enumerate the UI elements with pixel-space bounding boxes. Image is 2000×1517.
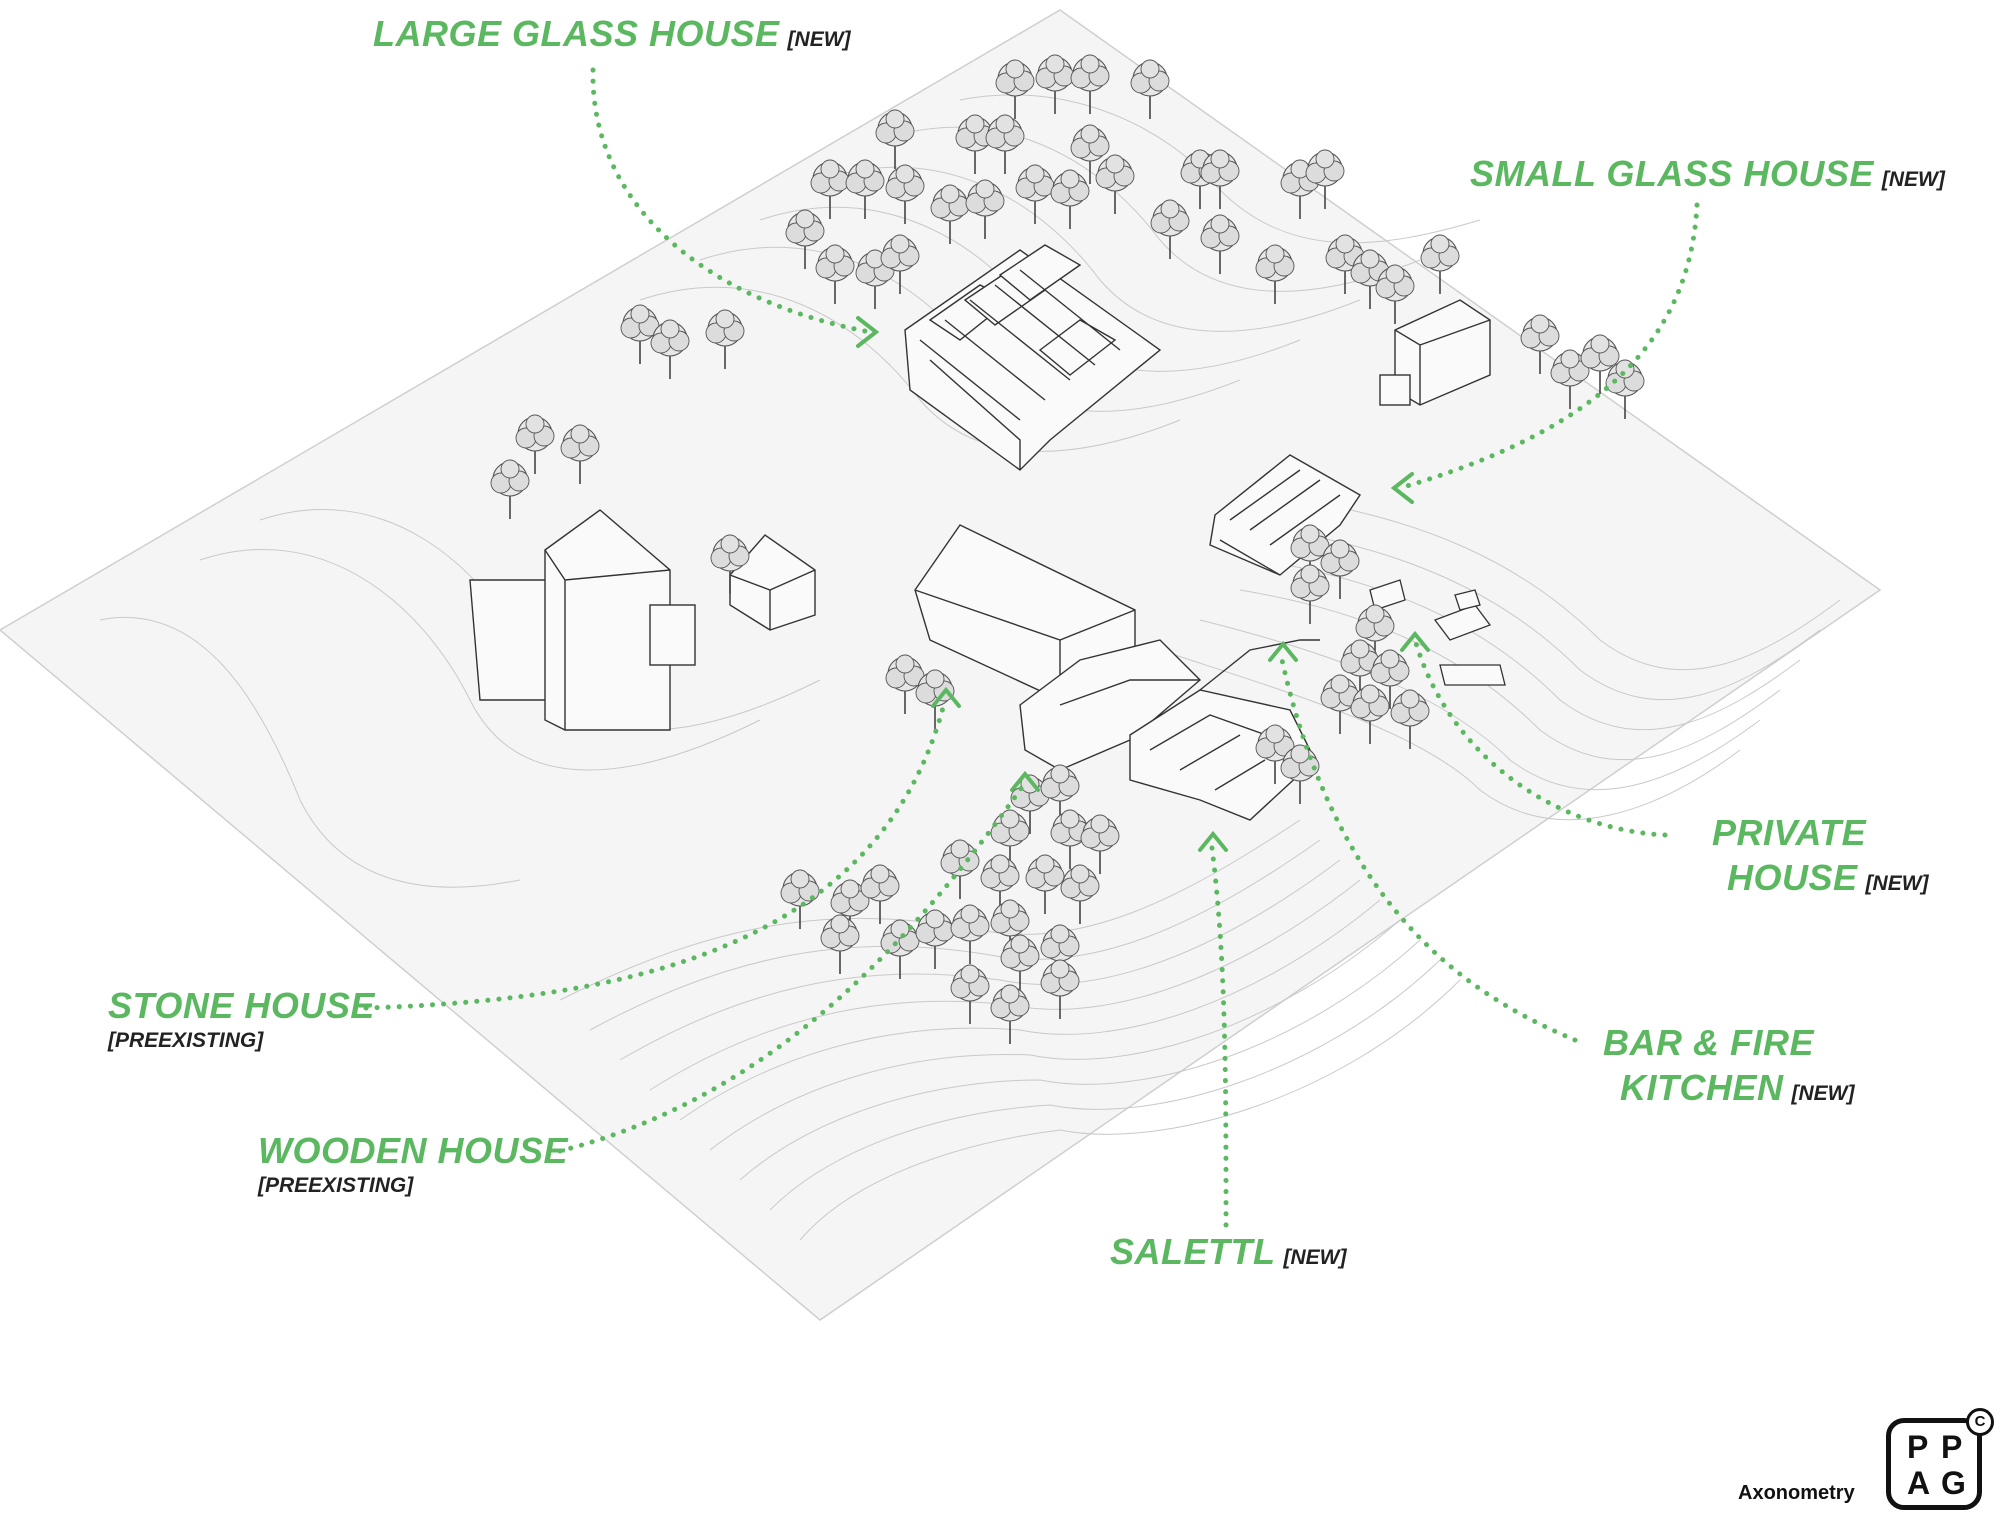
leader-arrowheads — [856, 316, 1430, 852]
small-glass-house-drawing — [1209, 454, 1361, 576]
chevron-up-icon — [1010, 770, 1040, 792]
label-large-glass-house: LARGE GLASS HOUSE [NEW] — [373, 16, 851, 52]
salettl-drawing — [1129, 639, 1320, 821]
label-tag: [NEW] — [1791, 1082, 1855, 1105]
label-name: PRIVATE — [1712, 812, 1867, 853]
label-tag: [PREEXISTING] — [108, 1029, 264, 1052]
logo-letter: G — [1941, 1465, 1966, 1501]
leader-bar-fire-kitchen — [1279, 657, 1578, 1043]
leader-large-glass-house — [590, 67, 873, 335]
logo-letter: P — [1907, 1429, 1929, 1465]
leader-lines — [363, 67, 1700, 1228]
barn-building-drawing — [469, 509, 696, 731]
label-private-house-line2: HOUSE [NEW] — [1727, 860, 1929, 896]
box-building-drawing — [1379, 299, 1491, 406]
label-bar-fire-kitchen-line1: BAR & FIRE — [1603, 1025, 1814, 1061]
label-name: SMALL GLASS HOUSE — [1470, 153, 1874, 194]
leader-salettl — [1209, 845, 1229, 1228]
label-tag: [PREEXISTING] — [258, 1174, 414, 1197]
label-name: LARGE GLASS HOUSE — [373, 13, 780, 54]
logo-letter: P — [1941, 1429, 1963, 1465]
private-house-drawing — [1369, 579, 1506, 686]
label-bar-fire-kitchen-line2: KITCHEN [NEW] — [1620, 1070, 1854, 1106]
label-name: WOODEN HOUSE — [258, 1130, 569, 1171]
logo-letter: A — [1907, 1465, 1931, 1501]
chevron-up-icon — [1400, 630, 1430, 652]
wooden-house-drawing — [1019, 639, 1202, 771]
large-glass-house-drawing — [904, 244, 1162, 471]
label-tag: [NEW] — [787, 28, 851, 51]
chevron-left-icon — [1390, 472, 1414, 504]
chevron-up-icon — [931, 686, 961, 708]
label-tag: [NEW] — [1865, 872, 1929, 895]
label-name: STONE HOUSE — [108, 985, 375, 1026]
copyright-mark-icon: C — [1966, 1408, 1994, 1436]
label-tag: [NEW] — [1283, 1246, 1347, 1269]
small-house-drawing — [729, 534, 816, 631]
label-name: HOUSE — [1727, 857, 1858, 898]
drawing-caption: Axonometry — [1738, 1482, 1855, 1504]
ppag-logo: P P A G — [1886, 1418, 1982, 1510]
label-private-house-line1: PRIVATE — [1712, 815, 1866, 851]
label-stone-house: STONE HOUSE [PREEXISTING] — [108, 985, 375, 1052]
label-name: SALETTL — [1110, 1231, 1276, 1272]
chevron-right-icon — [856, 316, 880, 348]
label-tag: [NEW] — [1881, 168, 1945, 191]
chevron-up-icon — [1198, 830, 1228, 852]
chevron-up-icon — [1268, 640, 1298, 662]
label-wooden-house: WOODEN HOUSE [PREEXISTING] — [258, 1130, 569, 1197]
label-small-glass-house: SMALL GLASS HOUSE [NEW] — [1470, 156, 1945, 192]
label-name: BAR & FIRE — [1603, 1022, 1814, 1063]
label-salettl: SALETTL [NEW] — [1110, 1234, 1346, 1270]
contour-lines — [99, 94, 1841, 1241]
leader-small-glass-house — [1397, 202, 1700, 491]
leader-private-house — [1412, 637, 1668, 838]
label-name: KITCHEN — [1620, 1067, 1784, 1108]
